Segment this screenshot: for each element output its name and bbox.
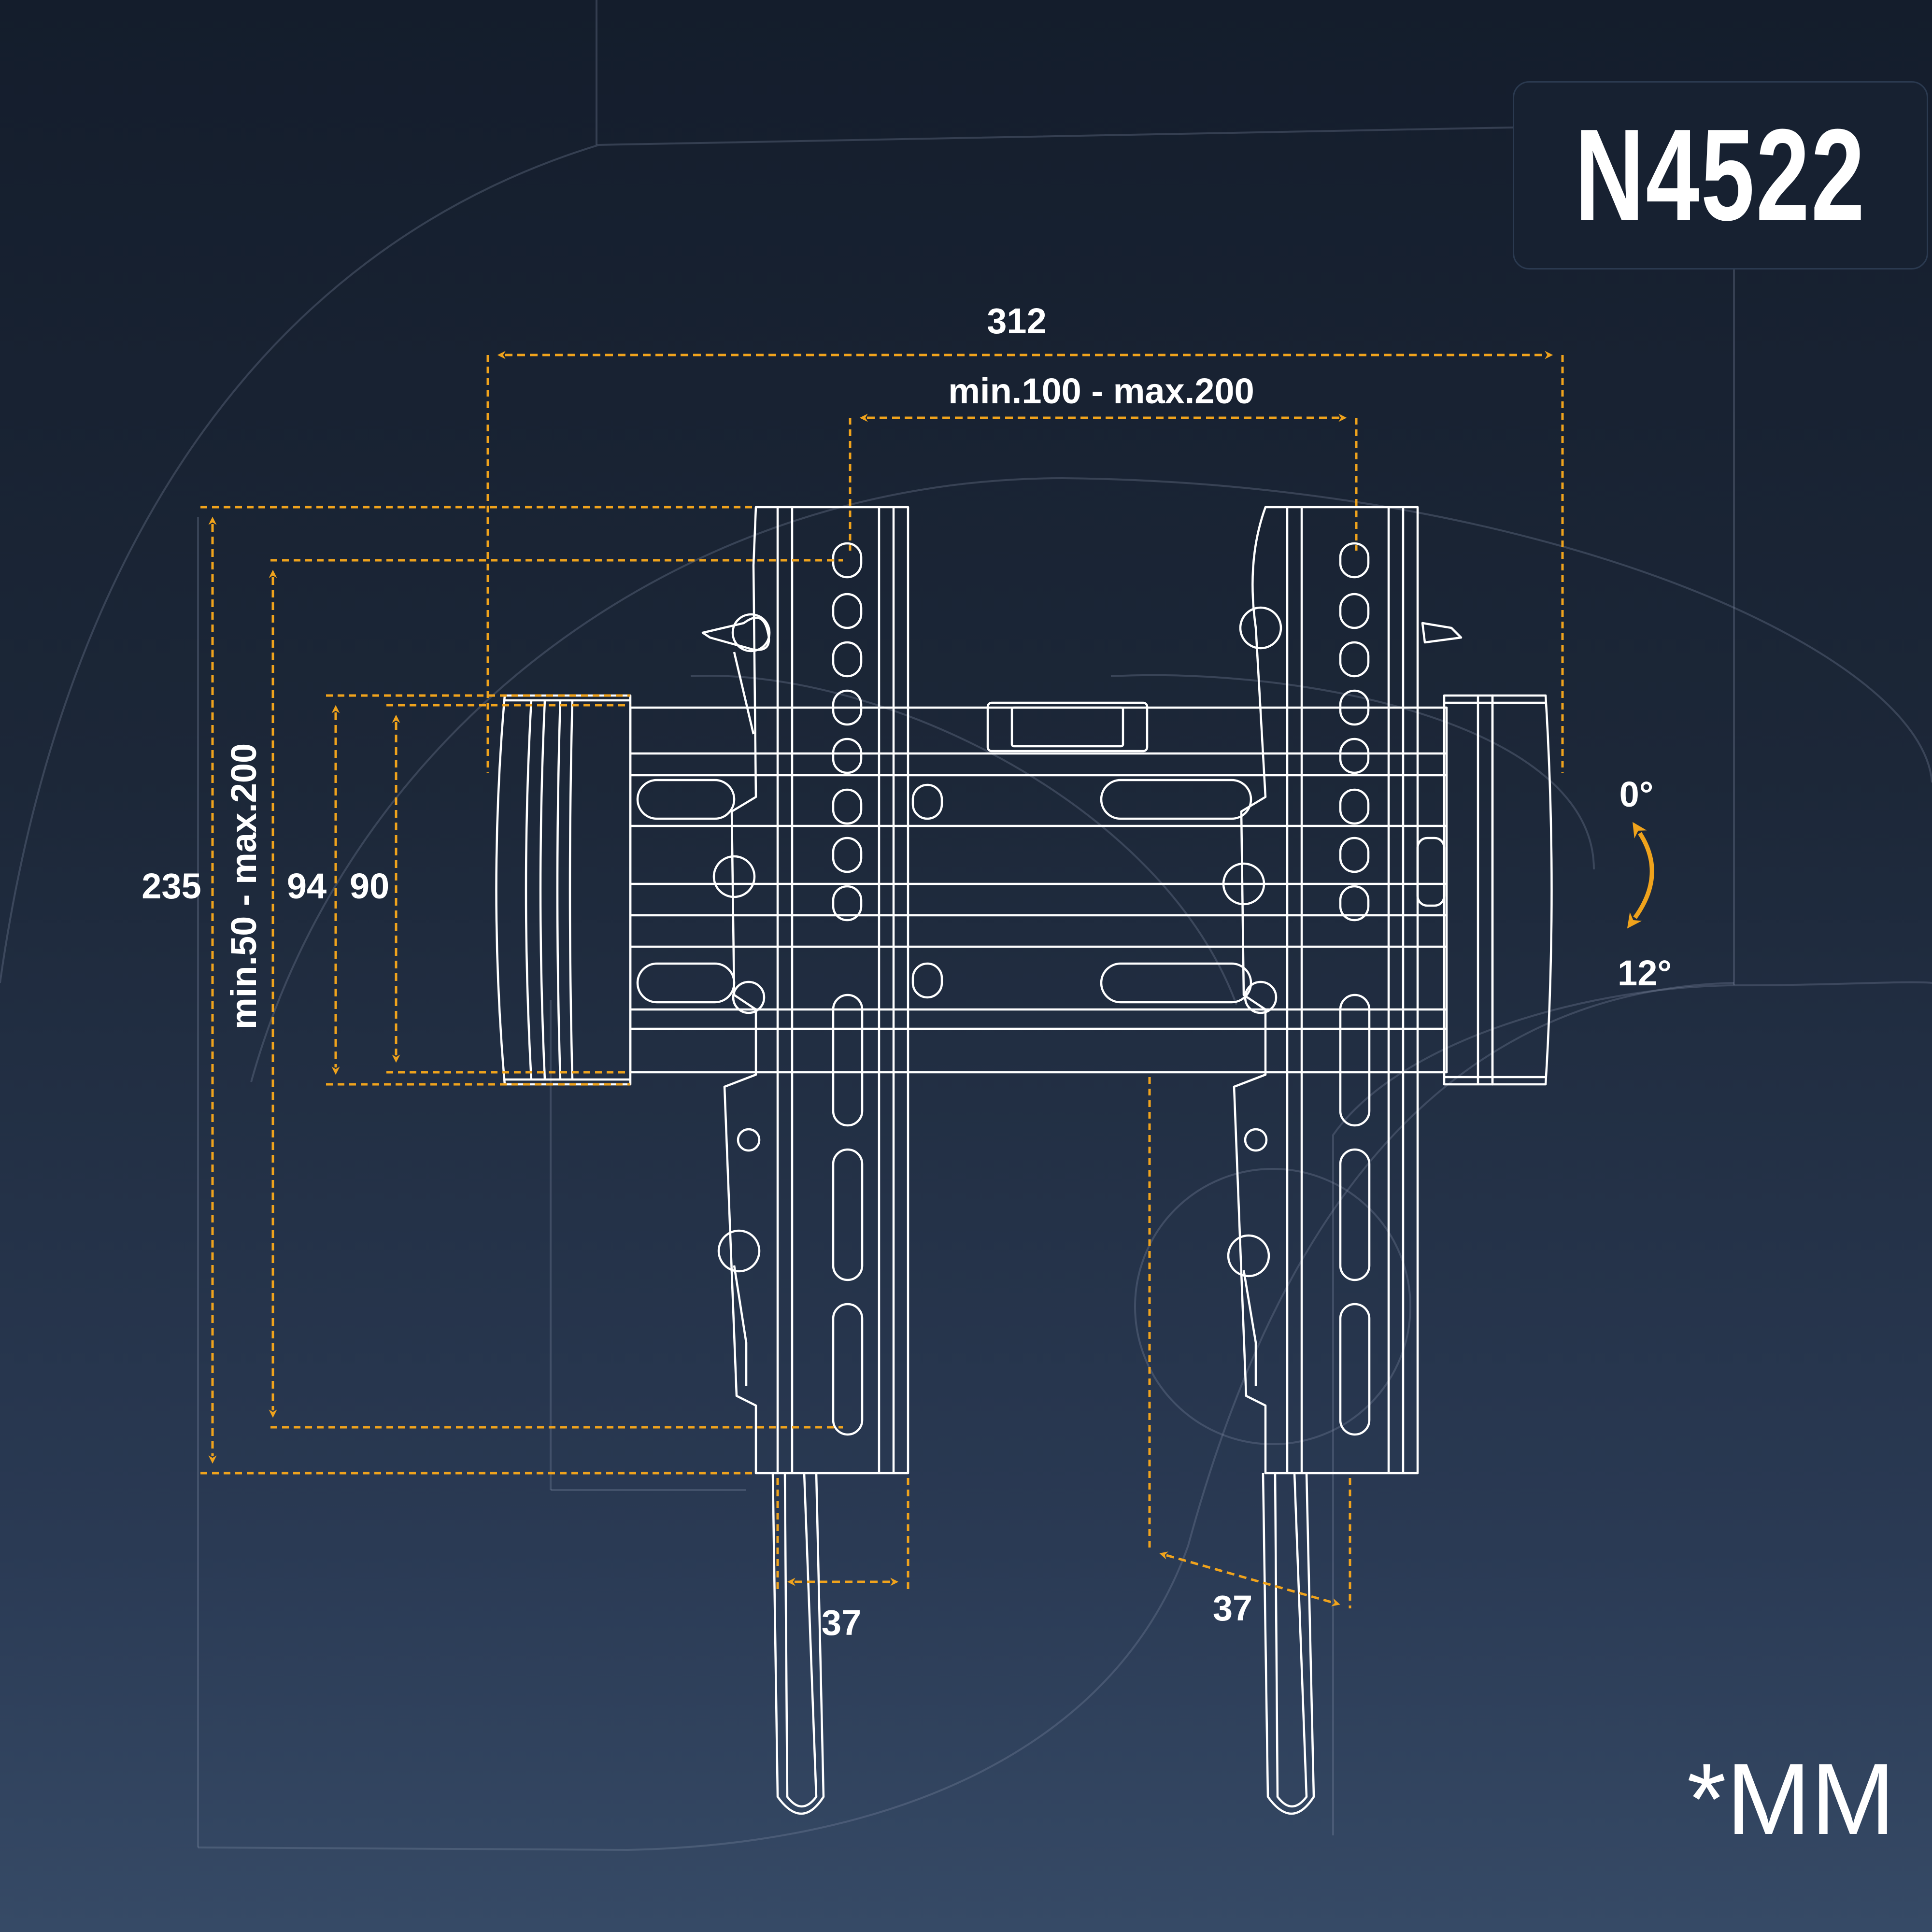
model-badge: N4522 [1513, 81, 1928, 270]
dimension-lines [200, 351, 1654, 1608]
label-vesa-vertical: min.50 - max.200 [224, 743, 264, 1029]
wall-plate-rails [629, 706, 1448, 1074]
label-tilt-min: 0° [1619, 774, 1654, 814]
model-number: N4522 [1575, 102, 1866, 248]
background-construction-lines [0, 0, 1932, 1851]
label-vesa-horizontal: min.100 - max.200 [948, 371, 1254, 411]
wall-plate-left-cap [495, 694, 632, 1086]
bubble-level [986, 701, 1149, 753]
tilt-arrow-icon [1627, 822, 1654, 929]
label-depth-front: 37 [822, 1603, 861, 1643]
left-bracket-holes [832, 542, 864, 1436]
label-rail-height: 90 [350, 866, 389, 906]
right-bracket-holes [1339, 542, 1371, 1436]
measure-lines [208, 351, 1553, 1606]
wall-plate-right-cap [1443, 694, 1553, 1086]
extension-lines [200, 355, 1564, 1608]
label-tilt-max: 12° [1618, 953, 1672, 993]
label-depth-side: 37 [1213, 1588, 1252, 1628]
label-wall-plate-height: 94 [287, 866, 327, 906]
unit-note: *MM [1687, 1742, 1895, 1856]
right-bracket [1222, 506, 1463, 1815]
label-total-width: 312 [987, 301, 1046, 341]
mount-drawing [495, 506, 1553, 1815]
depth-37-side-line [1159, 1551, 1340, 1606]
label-total-height: 235 [142, 866, 201, 906]
left-bracket [701, 506, 909, 1815]
dimension-labels: 312 min.100 - max.200 235 min.50 - max.2… [142, 301, 1672, 1643]
